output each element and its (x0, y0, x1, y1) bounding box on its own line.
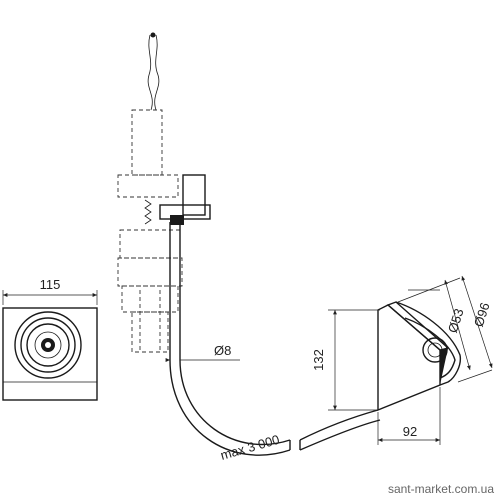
dim-diameter-inner: Ø53 (445, 307, 467, 335)
valve-body-upper (119, 229, 181, 259)
dim-hose-length: max 3 000 (219, 432, 281, 463)
dim-front-width: 115 (40, 277, 61, 292)
valve-spring (144, 199, 152, 225)
bead-chain (147, 32, 160, 111)
valve-body-middle (117, 257, 183, 287)
valve-stem (131, 109, 163, 176)
dim-height: 132 (311, 349, 326, 371)
dim-pipe-diameter: Ø8 (214, 343, 231, 358)
pneumatic-hose (169, 222, 381, 456)
dim-diameter-outer: Ø96 (471, 301, 493, 329)
button-side-view: 132 92 Ø53 Ø96 (311, 275, 493, 445)
pneumatic-actuator (182, 174, 206, 216)
valve-top-cylinder (117, 174, 179, 198)
button-outer-ring (14, 311, 82, 379)
dim-depth: 92 (403, 424, 417, 439)
valve-body-lower (121, 285, 179, 313)
watermark: sant-market.com.ua (387, 482, 494, 496)
button-front-view: 115 (2, 277, 98, 401)
front-plate (2, 307, 98, 401)
cistern-valve-assembly (117, 32, 211, 353)
actuator-bracket (159, 204, 211, 220)
valve-outlet (131, 311, 169, 353)
